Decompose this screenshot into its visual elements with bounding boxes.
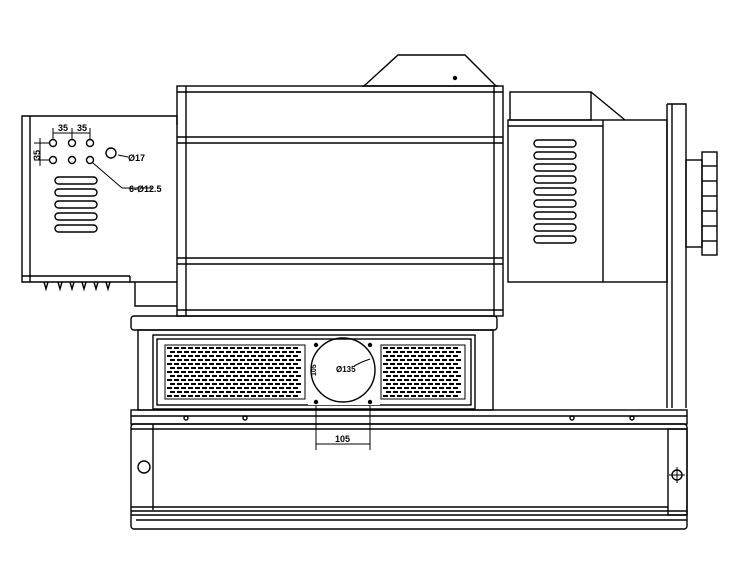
hole-dimensions xyxy=(34,128,152,189)
right-housing xyxy=(507,91,668,283)
left-housing xyxy=(21,115,178,307)
dim-circle-dia: Ø135 xyxy=(336,365,356,374)
fan-opening xyxy=(308,337,380,405)
hopper-cover xyxy=(362,54,498,87)
hole-pattern xyxy=(48,138,117,165)
dim-hole-pattern: 6-Ø12.5 xyxy=(129,184,162,194)
lower-frame xyxy=(130,406,688,530)
dim-hole-large: Ø17 xyxy=(128,153,145,163)
left-housing-teeth xyxy=(43,281,111,292)
frame-post-right xyxy=(666,103,687,408)
dim-spacing-b: 35 xyxy=(77,123,87,133)
left-vent-slots xyxy=(54,176,98,233)
main-housing xyxy=(176,85,504,317)
fan-grille-left xyxy=(164,344,306,400)
dim-circle-width: 105 xyxy=(335,434,350,444)
dim-circle-height: 105 xyxy=(311,364,318,376)
handwheel xyxy=(685,151,718,256)
dim-spacing-a: 35 xyxy=(58,123,68,133)
fan-grille-right xyxy=(380,344,466,400)
dim-spacing-side: 35 xyxy=(32,150,42,160)
right-vent-slots xyxy=(533,139,577,244)
